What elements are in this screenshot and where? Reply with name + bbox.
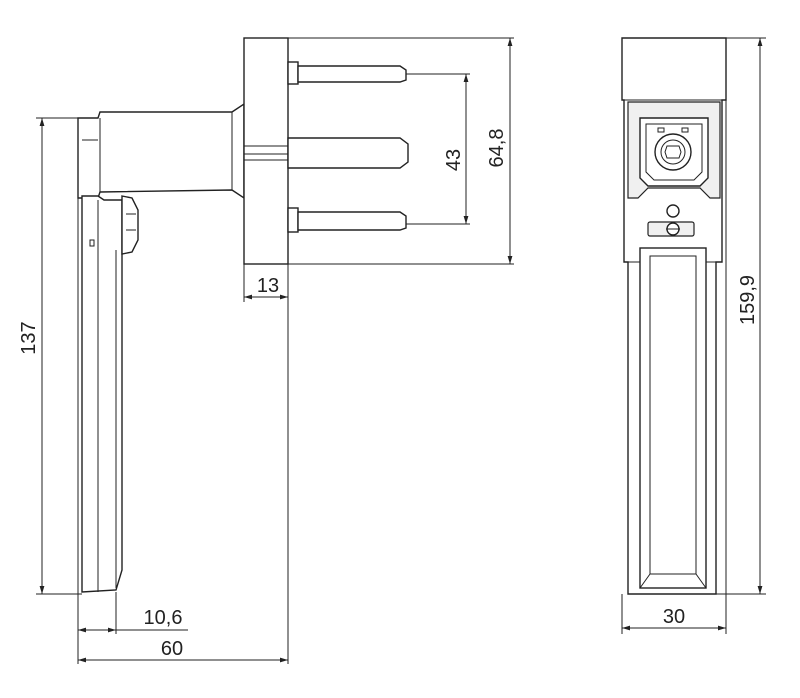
dim-rose-height: 64,8 (486, 129, 508, 168)
dim-rose-thickness: 13 (257, 275, 279, 297)
dim-handle-height: 137 (18, 321, 40, 354)
screw-bottom (287, 207, 407, 233)
rose-plate (243, 37, 289, 265)
dim-overall-projection: 60 (161, 638, 183, 660)
release-button (666, 204, 680, 218)
grip-lock-detail (121, 195, 139, 255)
dim-front-width: 30 (663, 606, 685, 628)
handle-arm (77, 102, 245, 200)
dim-grip-width: 10,6 (144, 607, 183, 629)
side-view: 43 64,8 13 137 10,6 60 (18, 37, 514, 664)
spindle (287, 137, 409, 169)
dim-overall-height: 159,9 (737, 275, 759, 325)
dim-screw-spacing: 43 (443, 149, 465, 171)
grip-recess (639, 247, 707, 589)
key-cylinder (654, 133, 692, 171)
handle-grip (81, 195, 123, 593)
screw-top (287, 61, 407, 85)
front-view: 159,9 30 (621, 37, 766, 634)
